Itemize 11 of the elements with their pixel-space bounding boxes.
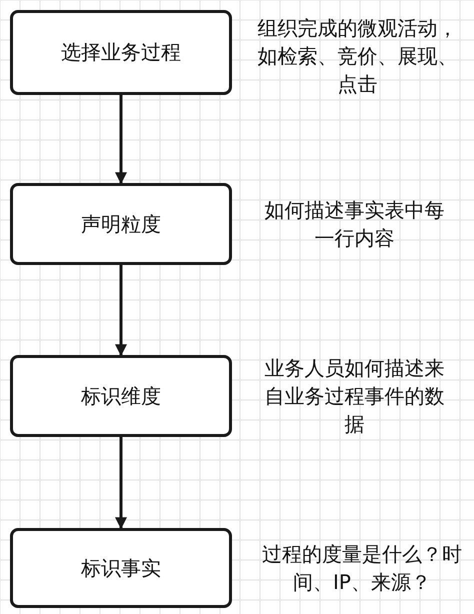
process-box: 标识维度 (10, 355, 232, 437)
description-text: 组织完成的微观活动，如检索、竞价、展现、点击 (256, 15, 458, 98)
description-text: 如何描述事实表中每一行内容 (264, 197, 446, 252)
arrow (115, 95, 127, 184)
description-text: 业务人员如何描述来自业务过程事件的数据 (264, 355, 446, 438)
description-text: 过程的度量是什么？时间、IP、来源？ (262, 541, 462, 596)
process-box: 选择业务过程 (10, 10, 232, 95)
process-box: 声明粒度 (10, 183, 232, 265)
arrow (115, 265, 127, 356)
process-box: 标识事实 (10, 528, 232, 608)
arrow (115, 437, 127, 530)
